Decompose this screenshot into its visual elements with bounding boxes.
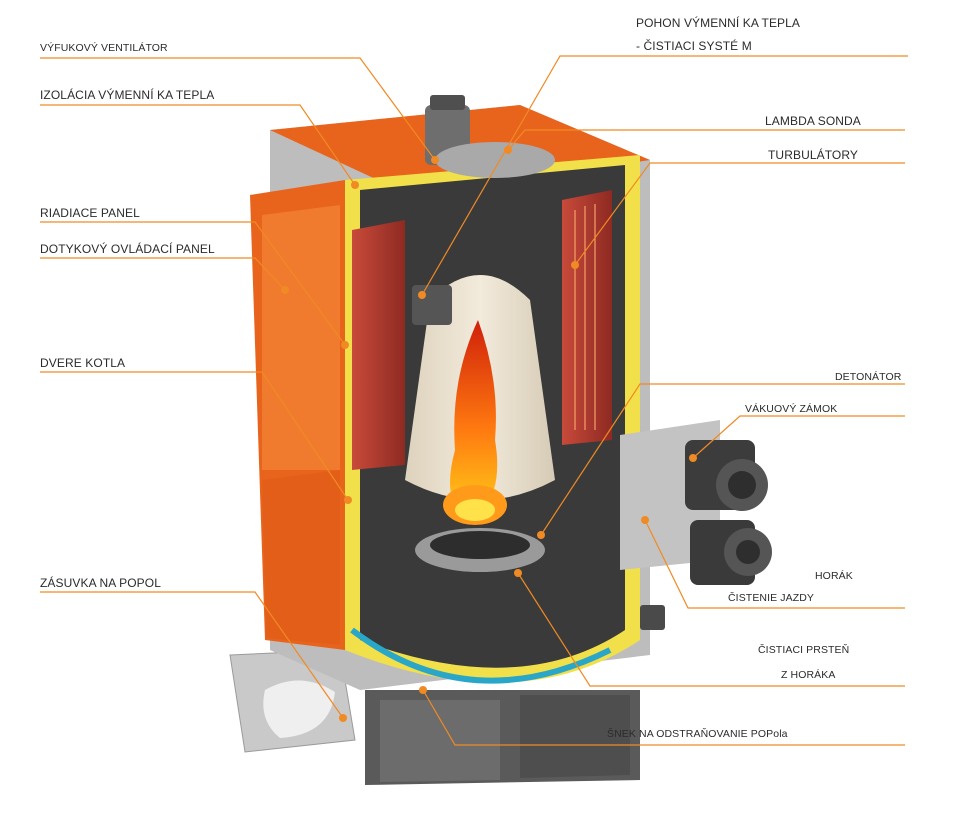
label-touch-panel: DOTYKOVÝ OVLÁDACÍ PANEL bbox=[40, 242, 215, 256]
label-hx-insulation: IZOLÁCIA VÝMENNÍ KA TEPLA bbox=[40, 88, 215, 102]
label-bed-cleaning: ČISTENIE JAZDY bbox=[728, 592, 814, 604]
leader-bed-cleaning bbox=[644, 519, 905, 609]
leader-control-panel bbox=[40, 221, 346, 346]
label-boiler-door: DVERE KOTLA bbox=[40, 356, 126, 370]
label-hx-drive-line1: POHON VÝMENNÍ KA TEPLA bbox=[636, 16, 801, 30]
label-exhaust-fan: VÝFUKOVÝ VENTILÁTOR bbox=[40, 42, 168, 54]
leader-vacuum-lock bbox=[692, 415, 905, 459]
leader-ash-auger bbox=[422, 689, 905, 746]
left-heat-panel bbox=[352, 220, 405, 470]
label-control-panel: RIADIACE PANEL bbox=[40, 206, 140, 220]
leader-cleaning-ring bbox=[517, 572, 905, 687]
leader-ash-drawer bbox=[40, 591, 344, 719]
label-cleaning-ring-line1: ČISTIACI PRSTEŇ bbox=[758, 644, 850, 656]
label-burner: HORÁK bbox=[815, 570, 853, 582]
leader-hx-insulation bbox=[40, 104, 356, 186]
leader-detonator bbox=[540, 383, 905, 536]
label-ash-auger: ŠNEK NA ODSTRAŇOVANIE POPola bbox=[607, 728, 788, 740]
leader-touch-panel bbox=[40, 257, 286, 291]
leader-hx-drive bbox=[421, 55, 908, 296]
leader-boiler-door bbox=[40, 371, 349, 501]
label-ash-drawer: ZÁSUVKA NA POPOL bbox=[40, 576, 161, 590]
label-cleaning-ring-line2: Z HORÁKA bbox=[781, 669, 836, 681]
flame bbox=[450, 320, 498, 520]
label-vacuum-lock: VÁKUOVÝ ZÁMOK bbox=[745, 403, 838, 415]
leader-lambda-probe bbox=[507, 129, 905, 151]
leader-exhaust-fan bbox=[40, 57, 436, 161]
label-detonator: DETONÁTOR bbox=[835, 371, 902, 383]
label-turbulators: TURBULÁTORY bbox=[768, 148, 859, 162]
label-lambda-probe: LAMBDA SONDA bbox=[765, 114, 861, 128]
leader-turbulators bbox=[574, 162, 905, 266]
label-hx-drive-line2: - ČISTIACI SYSTÉ M bbox=[636, 39, 752, 53]
